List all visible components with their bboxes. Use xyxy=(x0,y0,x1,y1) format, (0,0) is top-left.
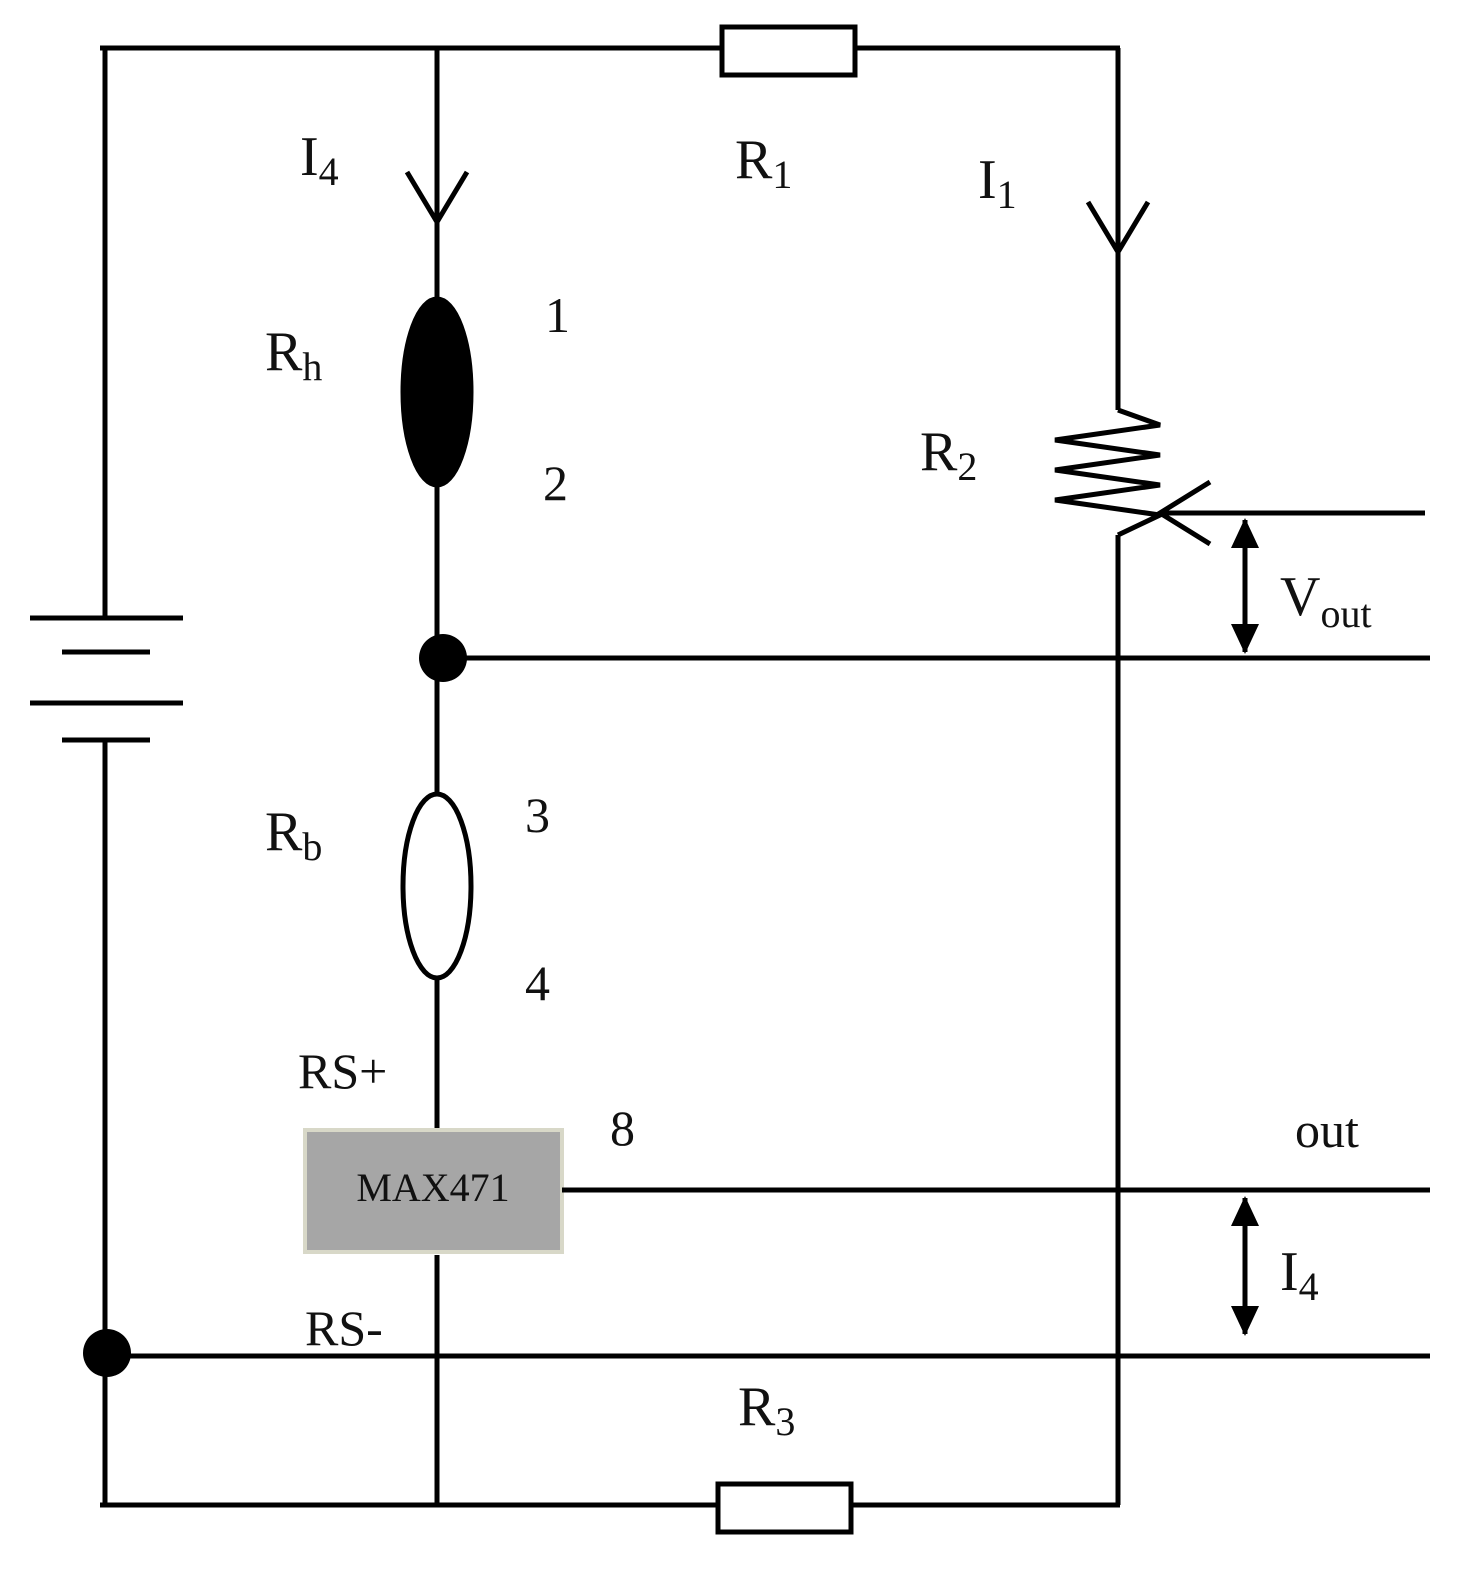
resistor-rb xyxy=(400,791,474,981)
pin-8: 8 xyxy=(610,1100,635,1156)
current-arrow-i4 xyxy=(404,170,470,227)
i4-double-arrow xyxy=(1231,1196,1259,1336)
max471-chip: MAX471 xyxy=(303,1128,564,1254)
resistor-r1 xyxy=(719,24,858,78)
pin-4: 4 xyxy=(525,955,550,1011)
current-arrow-i1 xyxy=(1085,200,1151,257)
terminal-rs-minus: RS- xyxy=(305,1300,383,1356)
battery-symbol xyxy=(30,615,183,743)
label-rh: Rh xyxy=(265,321,322,389)
pin-1: 1 xyxy=(545,287,570,343)
pin-3: 3 xyxy=(525,787,550,843)
label-r1: R1 xyxy=(735,129,792,197)
label-i4-bottom: I4 xyxy=(1280,1241,1319,1309)
chip-label: MAX471 xyxy=(356,1165,509,1210)
label-vout: Vout xyxy=(1280,566,1372,636)
label-i4-top: I4 xyxy=(300,126,339,194)
resistor-r3 xyxy=(715,1481,854,1535)
resistor-rh xyxy=(400,296,474,488)
junction-dot-bottom-left xyxy=(83,1329,131,1377)
label-rb: Rb xyxy=(265,801,322,869)
terminal-out: out xyxy=(1295,1102,1359,1158)
potentiometer-r2 xyxy=(1054,407,1425,547)
pin-2: 2 xyxy=(543,455,568,511)
vout-double-arrow xyxy=(1231,518,1259,654)
label-r2: R2 xyxy=(920,421,977,489)
label-r3: R3 xyxy=(738,1376,795,1444)
label-i1: I1 xyxy=(978,149,1017,217)
terminal-rs-plus: RS+ xyxy=(298,1043,387,1099)
